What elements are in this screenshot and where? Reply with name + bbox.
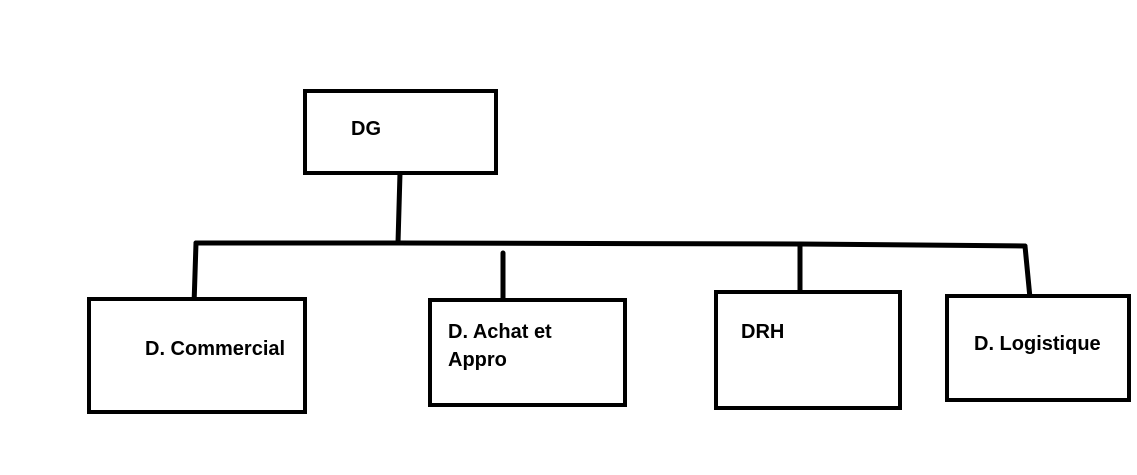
node-d-logistique: D. Logistique: [945, 294, 1131, 402]
node-d-achat-appro: D. Achat et Appro: [428, 298, 627, 407]
node-drh: DRH: [714, 290, 902, 410]
connector-horizontal-bus: [193, 240, 1028, 249]
connector-to-d-logistique: [1022, 243, 1033, 301]
node-d-logistique-label: D. Logistique: [974, 333, 1101, 355]
node-drh-label: DRH: [741, 321, 785, 343]
node-dg-label: DG: [351, 118, 381, 140]
node-dg: DG: [303, 89, 498, 175]
connector-root-trunk: [395, 170, 403, 246]
node-d-commercial: D. Commercial: [87, 297, 307, 414]
connector-to-d-commercial: [191, 240, 199, 308]
node-d-achat-appro-label: D. Achat et Appro: [448, 321, 552, 371]
node-d-commercial-label: D. Commercial: [145, 338, 286, 360]
